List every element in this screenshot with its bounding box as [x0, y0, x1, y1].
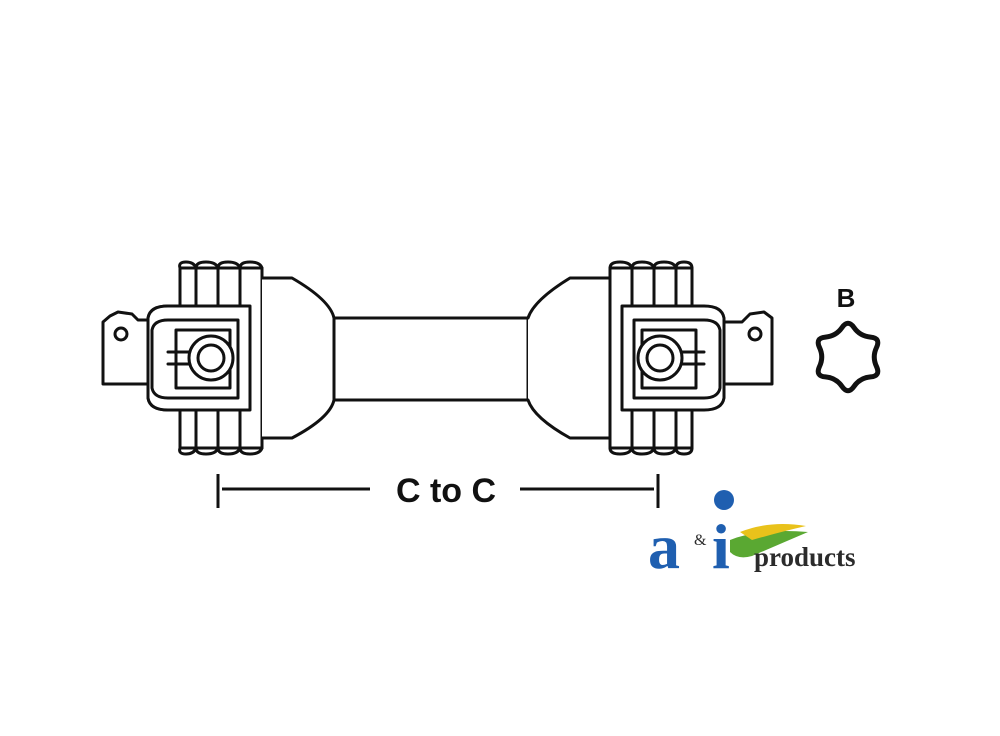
- right-yoke: [620, 304, 774, 412]
- ai-products-logo: a & i products: [648, 490, 856, 582]
- logo-ampersand: &: [694, 532, 707, 549]
- logo-i-dot: [714, 490, 734, 510]
- logo-word: products: [754, 542, 856, 572]
- star-profile: [815, 320, 881, 394]
- logo-letter-a: a: [648, 511, 680, 582]
- logo-letter-i: i: [712, 511, 730, 582]
- left-shield-cone: [146, 260, 336, 456]
- profile-label-b: B: [837, 283, 856, 313]
- c-to-c-label: C to C: [396, 472, 496, 510]
- shaft-tube: [332, 316, 530, 402]
- c-to-c-dimension: [216, 474, 660, 508]
